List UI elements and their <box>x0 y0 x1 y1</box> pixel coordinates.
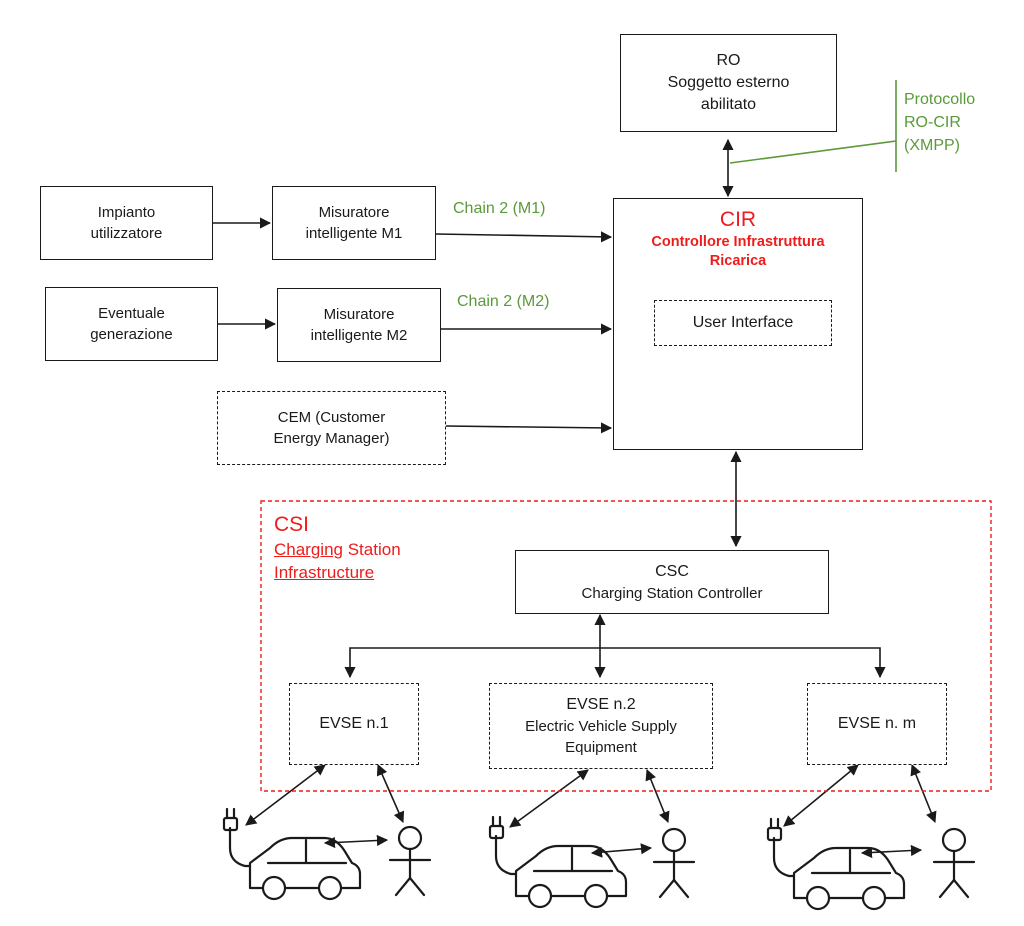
user-icon <box>652 827 696 899</box>
evse2-car-link <box>509 769 589 828</box>
m1-cir-link <box>435 231 613 243</box>
protocol-leader <box>729 140 897 164</box>
car2-user-link <box>590 843 653 858</box>
m2-box: Misuratore intelligente M2 <box>277 288 441 362</box>
cir-title: CIR <box>719 208 757 231</box>
csi-region <box>260 500 992 792</box>
evsem-car-link <box>783 764 859 827</box>
ro-title: RO <box>716 52 741 69</box>
ro-box: RO Soggetto esterno abilitato <box>620 34 837 132</box>
carm-user-link <box>860 844 923 859</box>
evse1-user-link <box>376 763 405 824</box>
protocol-label: Protocollo RO-CIR (XMPP) <box>904 91 976 154</box>
evse-bus <box>344 647 886 679</box>
m1-box: Misuratore intelligente M1 <box>272 186 436 260</box>
user-icon <box>932 827 976 899</box>
evse2-box: EVSE n.2 Electric Vehicle Supply Equipme… <box>489 683 713 769</box>
car-icon <box>766 817 906 911</box>
csc-box: CSC Charging Station Controller <box>515 550 829 614</box>
ro-line1: Soggetto esterno <box>667 74 790 91</box>
cem-box: CEM (Customer Energy Manager) <box>217 391 446 465</box>
car-icon <box>222 807 362 901</box>
csi-title: CSI <box>274 513 310 536</box>
chain-m2-label: Chain 2 (M2) <box>457 293 550 310</box>
evse2-user-link <box>645 768 670 824</box>
user-icon <box>388 825 432 897</box>
ro-line2: abilitato <box>700 96 757 113</box>
chain-m1-label: Chain 2 (M1) <box>453 200 546 217</box>
csi-label: CSI Charging Station Infrastructure <box>274 513 401 582</box>
car-icon <box>488 815 628 909</box>
evse1-box: EVSE n.1 <box>289 683 419 765</box>
generazione-box: Eventuale generazione <box>45 287 218 361</box>
impianto-box: Impianto utilizzatore <box>40 186 213 260</box>
evsem-user-link <box>910 763 937 824</box>
user-interface-box: User Interface <box>654 300 832 346</box>
evsem-box: EVSE n. m <box>807 683 947 765</box>
evse1-car-link <box>245 764 326 826</box>
cir-subtitle: Controllore Infrastruttura Ricarica <box>651 234 825 269</box>
cem-cir-link <box>445 422 613 434</box>
